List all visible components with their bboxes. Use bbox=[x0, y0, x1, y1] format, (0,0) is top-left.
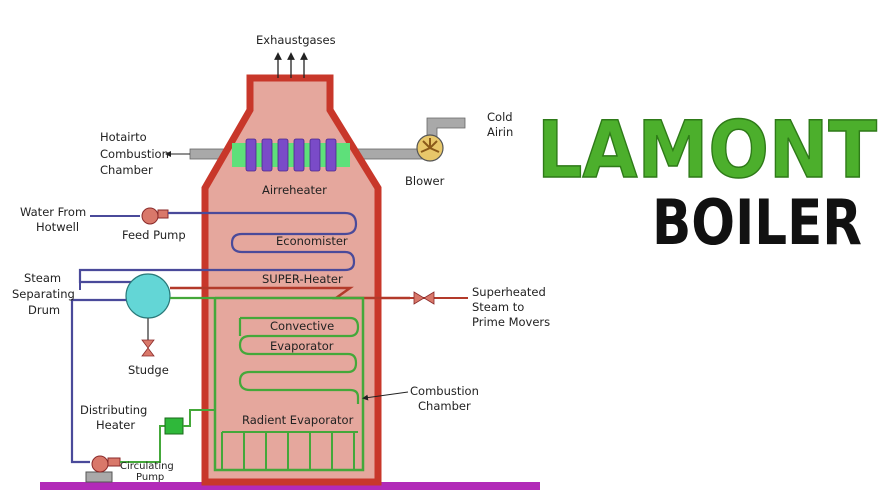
label-hot-air-2: Combustion bbox=[100, 147, 169, 161]
label-radient: Radient Evaporator bbox=[242, 413, 354, 427]
label-combustion-1: Combustion bbox=[410, 384, 479, 398]
economiser-coil bbox=[78, 211, 358, 284]
radiant-evaporator-grid bbox=[221, 431, 358, 470]
steam-drum bbox=[125, 273, 171, 319]
label-cold-air-1: Cold bbox=[487, 110, 513, 124]
label-combustion-2: Chamber bbox=[418, 399, 471, 413]
title-line-1: LAMONT bbox=[537, 106, 877, 196]
evaporator-riser bbox=[213, 296, 365, 472]
title-line-2: BOILER bbox=[652, 186, 862, 259]
label-airreheater: Airreheater bbox=[262, 183, 327, 197]
label-water-1: Water From bbox=[20, 205, 86, 219]
label-super-heater: SUPER-Heater bbox=[262, 272, 343, 286]
base-bar bbox=[40, 482, 540, 490]
label-steam-3: Drum bbox=[28, 303, 60, 317]
feed-pump-icon bbox=[90, 207, 169, 225]
combustion-pointer bbox=[362, 391, 409, 401]
label-studge: Studge bbox=[128, 363, 169, 377]
furnace-body bbox=[201, 74, 382, 486]
circulating-pump-icon bbox=[85, 455, 121, 483]
label-superheated-1: Superheated bbox=[472, 285, 546, 299]
blower-icon bbox=[416, 134, 444, 162]
label-superheated-3: Prime Movers bbox=[472, 315, 550, 329]
downcomer bbox=[70, 298, 126, 464]
label-convective-1: Convective bbox=[270, 319, 334, 333]
label-blower: Blower bbox=[405, 174, 445, 188]
label-steam-1: Steam bbox=[24, 271, 61, 285]
label-hot-air-1: Hotairto bbox=[100, 130, 147, 144]
label-steam-2: Separating bbox=[12, 287, 75, 301]
sludge-valve-icon bbox=[141, 339, 155, 357]
label-economister: Economister bbox=[276, 234, 348, 248]
label-distributing-1: Distributing bbox=[80, 403, 147, 417]
outlet-valve-icon bbox=[413, 291, 435, 305]
exhaust-arrows bbox=[274, 52, 308, 78]
label-hot-air-3: Chamber bbox=[100, 163, 153, 177]
air-preheater-tubes bbox=[245, 138, 337, 172]
label-cold-air-2: Airin bbox=[487, 125, 513, 139]
label-superheated-2: Steam to bbox=[472, 300, 524, 314]
label-exhaust: Exhaustgases bbox=[256, 33, 336, 47]
label-circulating-2: Pump bbox=[136, 472, 164, 483]
distributing-heater bbox=[164, 417, 184, 435]
convective-evaporator-coil bbox=[238, 316, 360, 404]
label-convective-2: Evaporator bbox=[270, 339, 334, 353]
label-water-2: Hotwell bbox=[36, 220, 79, 234]
label-distributing-2: Heater bbox=[96, 418, 135, 432]
label-circulating-1: Circulating bbox=[120, 461, 174, 472]
label-feed-pump: Feed Pump bbox=[122, 228, 186, 242]
